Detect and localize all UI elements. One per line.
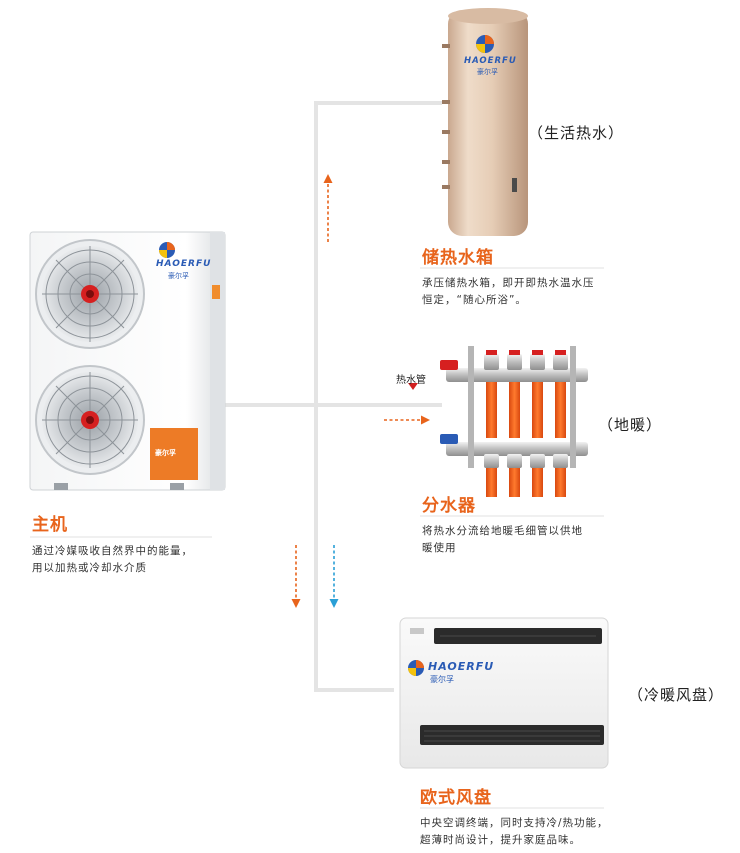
tank-caption: （生活热水） <box>528 124 625 142</box>
pipe-network <box>220 101 442 692</box>
host-brand-name: HAOERFU <box>156 259 212 269</box>
tank-brand-cn: 豪尔孚 <box>477 68 498 76</box>
fancoil-logo-icon <box>408 660 424 676</box>
cold-valve-handle <box>440 434 458 444</box>
host-brand-cn: 豪尔孚 <box>168 272 189 280</box>
host-sticker-text: 豪尔孚 <box>155 449 176 457</box>
tank-supply-pipe <box>314 101 442 407</box>
fancoil-brand-cn: 豪尔孚 <box>430 675 454 684</box>
host-unit-image <box>29 231 226 491</box>
fancoil-supply-pipe <box>314 403 394 692</box>
fancoil-desc-line-2: 超薄时尚设计，提升家庭品味。 <box>420 834 581 846</box>
hot-pipe-marker <box>408 383 418 390</box>
hot-pipe-label: 热水管 <box>396 375 426 386</box>
manifold-desc-line-1: 将热水分流给地暖毛细管以供地 <box>422 525 583 537</box>
fancoil-caption: （冷暖风盘） <box>628 686 725 704</box>
fancoil-desc-line-1: 中央空调终端，同时支持冷/热功能， <box>420 817 609 829</box>
tank-brand-name: HAOERFU <box>464 56 517 66</box>
host-title: 主机 <box>32 515 68 535</box>
fancoil-brand-name: HAOERFU <box>428 660 495 673</box>
arrow-head-right <box>421 415 430 425</box>
manifold-image <box>440 346 588 497</box>
host-logo-icon <box>159 242 175 258</box>
arrow-head-up <box>323 174 333 183</box>
manifold-caption: （地暖） <box>598 416 663 434</box>
fan-top <box>35 239 145 349</box>
manifold-desc-line-2: 暖使用 <box>422 542 457 554</box>
fan-bottom <box>35 365 145 475</box>
flow-arrows <box>295 180 424 602</box>
host-desc-line-1: 通过冷媒吸收自然界中的能量， <box>32 545 193 557</box>
tank-logo-icon <box>476 35 494 53</box>
tank-desc-line-2: 恒定，“随心所浴”。 <box>422 294 527 306</box>
tank-image <box>442 8 528 236</box>
arrow-head-down-cold <box>329 599 339 608</box>
fancoil-title: 欧式风盘 <box>420 788 492 808</box>
manifold-title: 分水器 <box>422 496 476 516</box>
tank-desc-line-1: 承压储热水箱，即开即热水温水压 <box>422 277 595 289</box>
arrow-head-down-hot <box>291 599 301 608</box>
host-sticker <box>150 428 198 480</box>
tank-title: 储热水箱 <box>422 248 494 268</box>
host-desc-line-2: 用以加热或冷却水介质 <box>32 562 147 574</box>
hot-valve-handle <box>440 360 458 370</box>
arrow-heads <box>291 174 430 608</box>
fancoil-image <box>399 617 609 769</box>
